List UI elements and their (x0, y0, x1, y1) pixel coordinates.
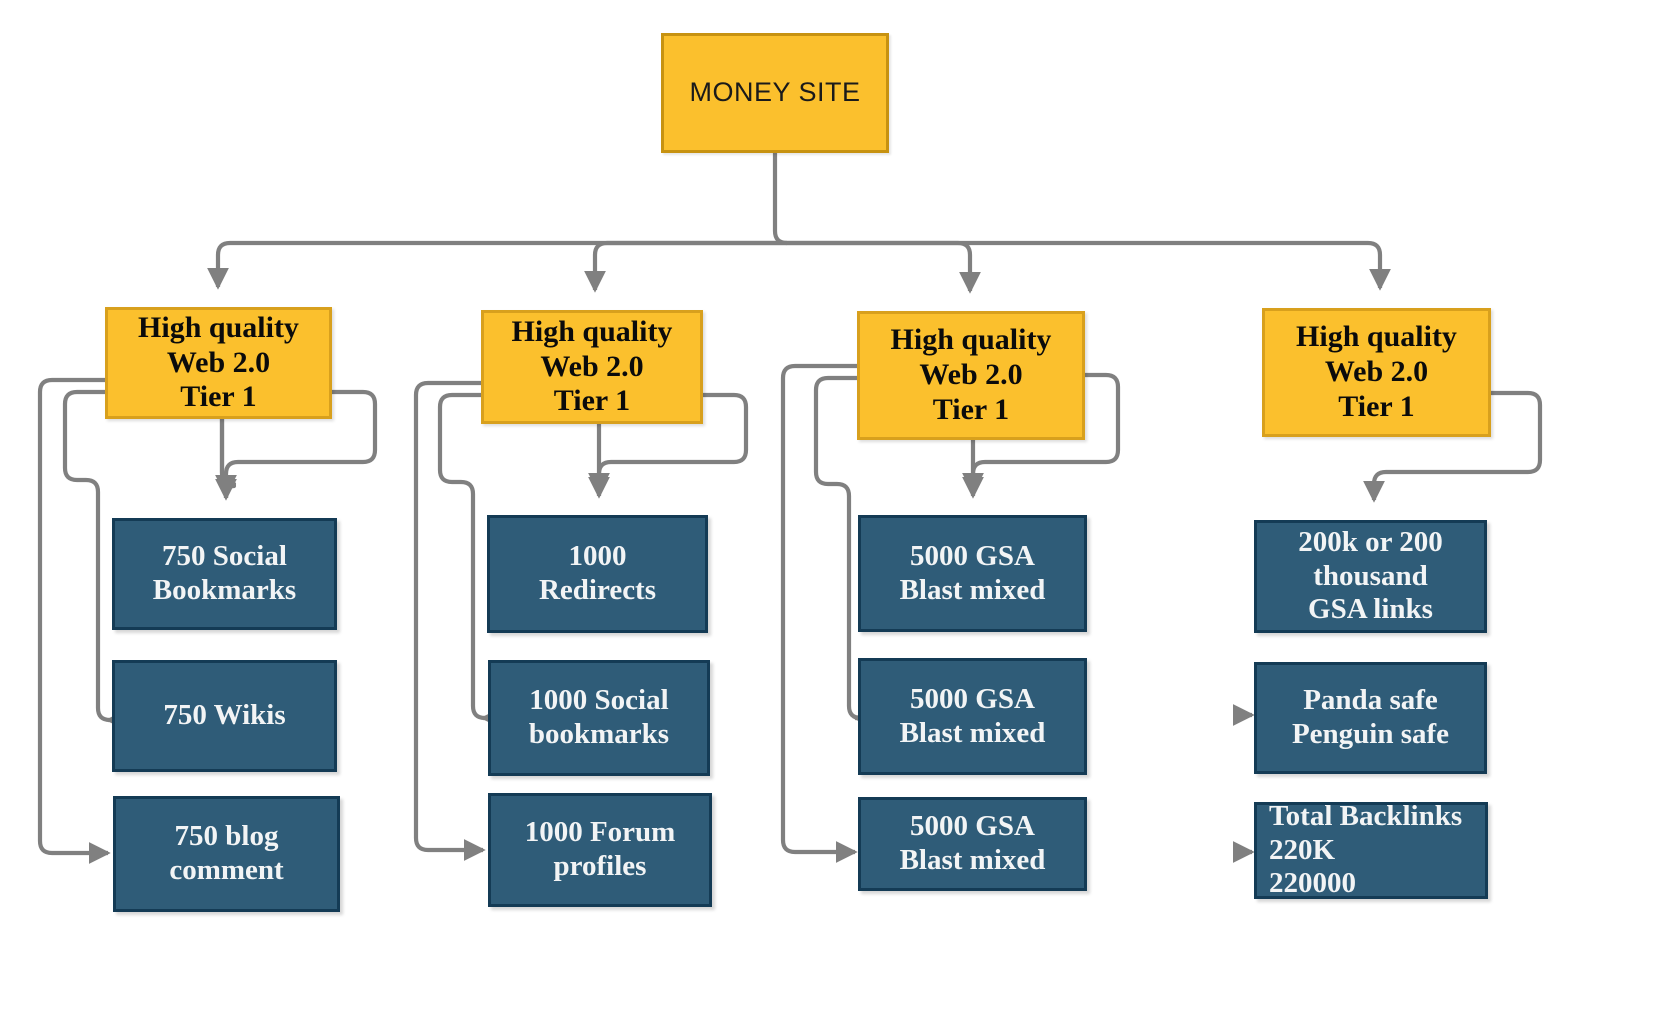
node-leaf-c1-2[interactable]: 750 Wikis (112, 660, 337, 772)
node-tier1-column-1[interactable]: High quality Web 2.0 Tier 1 (105, 307, 332, 419)
connector-c1-tier-to-leaf1-b (219, 419, 237, 487)
node-leaf-c1-1[interactable]: 750 Social Bookmarks (112, 518, 337, 630)
connector-c2-left-to-leaf2 (437, 392, 503, 729)
node-tier1-column-4-label: High quality Web 2.0 Tier 1 (1296, 320, 1457, 423)
connector-c1-tier-to-leaf1 (219, 419, 237, 499)
connector-root-to-col3 (775, 240, 981, 294)
node-leaf-c3-2-label: 5000 GSA Blast mixed (899, 682, 1046, 749)
node-leaf-c1-1-label: 750 Social Bookmarks (152, 540, 297, 606)
node-leaf-c3-2[interactable]: 5000 GSA Blast mixed (858, 658, 1087, 775)
node-leaf-c3-3[interactable]: 5000 GSA Blast mixed (858, 797, 1087, 891)
connector-c1-left-to-leaf3 (37, 377, 111, 864)
node-leaf-c4-2-label: Panda safe Penguin safe (1291, 684, 1450, 750)
node-leaf-c3-3-label: 5000 GSA Blast mixed (899, 810, 1046, 876)
node-leaf-c4-3[interactable]: Total Backlinks 220K 220000 (1254, 800, 1488, 900)
node-leaf-c3-1[interactable]: 5000 GSA Blast mixed (858, 515, 1087, 632)
connector-c2-left-to-leaf3 (413, 380, 486, 861)
node-tier1-column-4[interactable]: High quality Web 2.0 Tier 1 (1262, 308, 1491, 437)
node-tier1-column-1-label: High quality Web 2.0 Tier 1 (138, 310, 299, 414)
node-leaf-c1-2-label: 750 Wikis (163, 699, 286, 732)
connector-bus-left (207, 240, 775, 290)
node-leaf-c1-3-label: 750 blog comment (169, 820, 284, 886)
node-tier1-column-2[interactable]: High quality Web 2.0 Tier 1 (481, 310, 703, 424)
node-leaf-c4-1[interactable]: 200k or 200 thousand GSA links (1254, 520, 1487, 633)
node-leaf-c4-3-label: Total Backlinks 220K 220000 (1269, 800, 1463, 900)
node-leaf-c2-2[interactable]: 1000 Social bookmarks (488, 660, 710, 776)
node-leaf-c4-2[interactable]: Panda safe Penguin safe (1254, 662, 1487, 774)
connector-c3-left-to-leaf2 (813, 375, 875, 729)
node-tier1-column-2-label: High quality Web 2.0 Tier 1 (511, 314, 673, 418)
node-money-site-label: MONEY SITE (689, 77, 861, 108)
node-leaf-c2-3[interactable]: 1000 Forum profiles (488, 793, 712, 907)
node-leaf-c2-1[interactable]: 1000 Redirects (487, 515, 708, 633)
connector-root-trunk (772, 153, 788, 246)
node-leaf-c2-2-label: 1000 Social bookmarks (528, 684, 670, 750)
node-leaf-c2-1-label: 1000 Redirects (538, 540, 657, 606)
node-leaf-c3-1-label: 5000 GSA Blast mixed (899, 539, 1046, 606)
node-leaf-c1-3[interactable]: 750 blog comment (113, 796, 340, 912)
node-leaf-c4-1-label: 200k or 200 thousand GSA links (1298, 526, 1443, 626)
node-tier1-column-3-label: High quality Web 2.0 Tier 1 (890, 323, 1052, 426)
node-leaf-c2-3-label: 1000 Forum profiles (524, 816, 676, 882)
connector-root-to-col4 (775, 240, 1391, 291)
connector-c3-left-to-leaf3 (780, 363, 858, 863)
connector-c1-left-to-leaf2 (62, 389, 128, 731)
node-tier1-column-3[interactable]: High quality Web 2.0 Tier 1 (857, 311, 1085, 440)
node-money-site[interactable]: MONEY SITE (661, 33, 889, 153)
connector-root-to-col2 (584, 240, 775, 293)
